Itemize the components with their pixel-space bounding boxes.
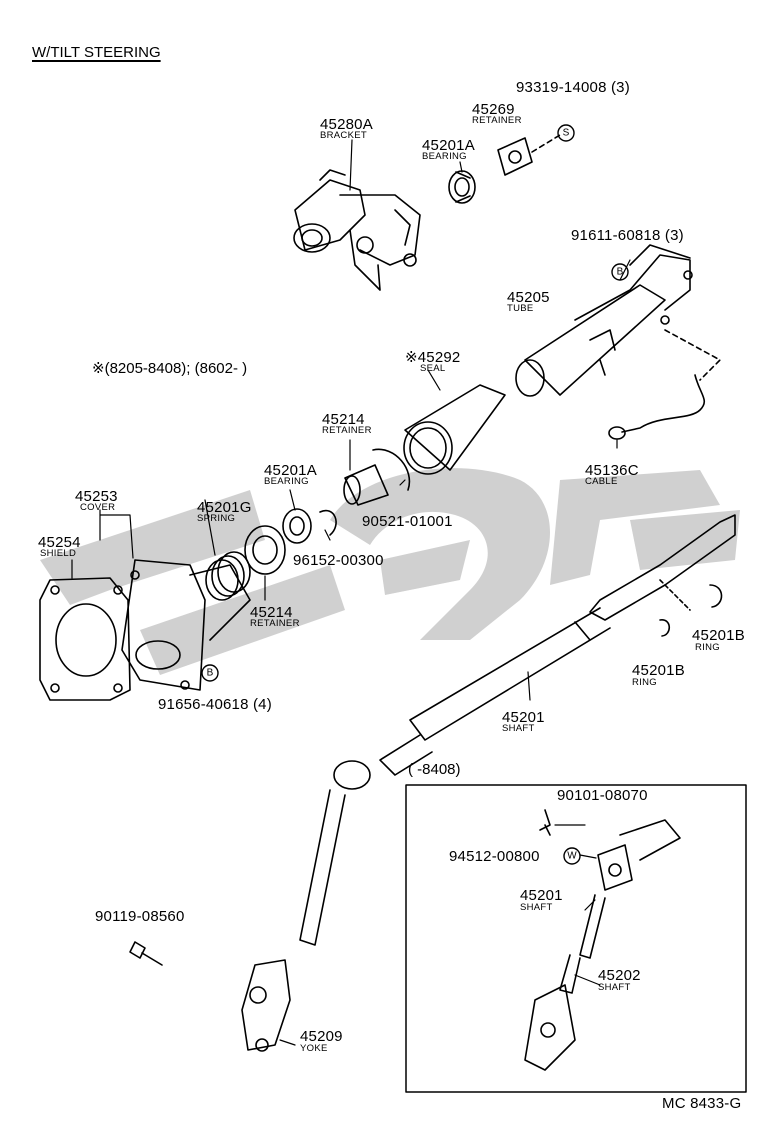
- symbol-b-circle-top: [611, 263, 629, 281]
- part-name-ring-right: RING: [695, 642, 720, 653]
- part-number-91656-40618: 91656-40618 (4): [158, 696, 272, 713]
- part-number-45201A-top: 45201A: [422, 137, 475, 154]
- part-number-45201-inset: 45201: [520, 887, 563, 904]
- part-name-cover: COVER: [80, 502, 116, 513]
- bearing-45201A-top: [448, 170, 476, 204]
- part-name-shaft: SHAFT: [502, 723, 535, 734]
- symbol-s-letter: S: [563, 128, 570, 139]
- part-number-45201B-right: 45201B: [692, 627, 745, 644]
- part-name-bracket: BRACKET: [320, 130, 367, 141]
- production-note: ※(8205-8408); (8602- ): [92, 360, 248, 377]
- part-number-96152-00300: 96152-00300: [293, 552, 384, 569]
- part-name-retainer-45269: RETAINER: [472, 115, 522, 126]
- part-name-tube: TUBE: [507, 303, 534, 314]
- part-number-90521-01001: 90521-01001: [362, 513, 453, 530]
- part-number-91611-60818: 91611-60818 (3): [571, 227, 684, 244]
- symbol-w-letter: W: [567, 851, 577, 862]
- part-name-bearing-top: BEARING: [422, 151, 467, 162]
- cover-45253: [121, 559, 251, 691]
- symbol-w-circle: [563, 847, 581, 865]
- part-number-45280A: 45280A: [320, 116, 373, 133]
- part-name-shaft-45202: SHAFT: [598, 982, 631, 993]
- part-number-90101-08070: 90101-08070: [557, 787, 648, 804]
- part-number-94512-00800: 94512-00800: [449, 848, 540, 865]
- part-number-45292: ※45292: [405, 349, 461, 366]
- part-name-shield: SHIELD: [40, 548, 77, 559]
- part-number-45254: 45254: [38, 534, 81, 551]
- part-number-45253: 45253: [75, 488, 118, 505]
- part-number-45201B-left: 45201B: [632, 662, 685, 679]
- part-name-shaft-inset: SHAFT: [520, 902, 553, 913]
- retainer-45214-top: [343, 464, 389, 506]
- part-number-45209: 45209: [300, 1028, 343, 1045]
- part-number-45201: 45201: [502, 709, 545, 726]
- spring-45201G: [205, 551, 251, 601]
- part-name-ring-left: RING: [632, 677, 657, 688]
- part-number-45269: 45269: [472, 101, 515, 118]
- symbol-b-letter-low: B: [207, 668, 214, 679]
- seal-45292: [403, 384, 506, 475]
- shaft-45201: [299, 514, 736, 946]
- bracket-45280A: [293, 169, 421, 291]
- part-name-retainer-45214-low: RETAINER: [250, 618, 300, 629]
- part-number-45201G: 45201G: [197, 499, 252, 516]
- leader-lines: [71, 139, 631, 1046]
- part-name-cable: CABLE: [585, 476, 618, 487]
- ring-90521-01001: [372, 448, 411, 491]
- yoke-45209: [241, 959, 291, 1052]
- retainer-45214-low: [244, 525, 286, 575]
- bearing-45201A-mid: [282, 508, 312, 544]
- ring-96152-00300: [319, 509, 337, 536]
- diagram-code: MC 8433-G: [662, 1095, 742, 1112]
- symbol-s-circle: [557, 124, 575, 142]
- inset-frame: [405, 784, 747, 1093]
- ring-45201B-right: [709, 584, 723, 608]
- page-title: W/TILT STEERING: [32, 44, 161, 61]
- part-name-bearing-mid: BEARING: [264, 476, 309, 487]
- inset-shaft-assembly: [524, 809, 681, 1071]
- inset-label: ( -8408): [408, 761, 461, 778]
- part-number-45202: 45202: [598, 967, 641, 984]
- part-number-45201A-mid: 45201A: [264, 462, 317, 479]
- cable-45136C: [608, 374, 705, 440]
- symbol-b-circle-low: [201, 664, 219, 682]
- symbol-b-letter-top: B: [617, 267, 624, 278]
- part-number-93319-14008: 93319-14008 (3): [516, 79, 630, 96]
- part-number-45136C: 45136C: [585, 462, 639, 479]
- part-number-90119-08560: 90119-08560: [95, 908, 185, 925]
- part-name-spring: SPRING: [197, 513, 236, 524]
- part-number-45214-top: 45214: [322, 411, 365, 428]
- shield-45254: [39, 577, 131, 701]
- part-number-45205: 45205: [507, 289, 550, 306]
- tube-45205: [515, 244, 721, 397]
- part-name-yoke: YOKE: [300, 1043, 328, 1054]
- bolt-90119-08560: [129, 941, 163, 966]
- part-name-seal: SEAL: [420, 363, 446, 374]
- ring-45201B-left: [659, 619, 671, 637]
- retainer-45269: [497, 134, 561, 176]
- part-name-retainer-45214-top: RETAINER: [322, 425, 372, 436]
- part-number-45214-low: 45214: [250, 604, 293, 621]
